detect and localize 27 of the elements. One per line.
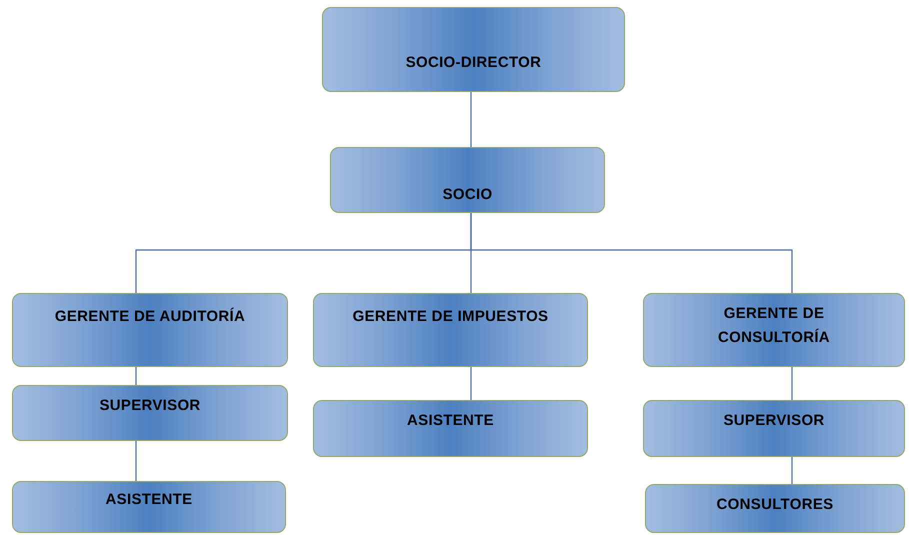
connector-line — [135, 367, 137, 385]
role-box — [330, 147, 605, 213]
role-box — [643, 293, 905, 367]
role-title: GERENTE DE IMPUESTOS — [352, 307, 548, 327]
role-box — [12, 293, 288, 367]
role-title: ASISTENTE — [106, 490, 192, 510]
role-title: GERENTE DE CONSULTORÍA — [717, 304, 831, 348]
connector-line — [791, 457, 793, 484]
role-box — [643, 400, 905, 457]
connector-line — [470, 92, 472, 147]
role-title: ASISTENTE — [407, 411, 494, 431]
role-title: CONSULTORES — [716, 495, 834, 515]
role-title: SUPERVISOR — [99, 396, 201, 416]
connector-line — [135, 441, 137, 481]
role-title: SOCIO-DIRECTOR — [406, 53, 542, 73]
connector-line — [470, 213, 793, 293]
role-box — [313, 293, 588, 367]
connector-line — [470, 367, 472, 400]
role-box — [322, 7, 625, 92]
role-box — [12, 385, 288, 441]
connector-line — [791, 367, 793, 400]
role-box — [12, 481, 286, 533]
role-box — [313, 400, 588, 457]
role-title: GERENTE DE AUDITORÍA — [54, 306, 246, 327]
role-box — [645, 484, 905, 533]
role-title: SUPERVISOR — [723, 411, 825, 431]
role-title: SOCIO — [442, 185, 492, 205]
